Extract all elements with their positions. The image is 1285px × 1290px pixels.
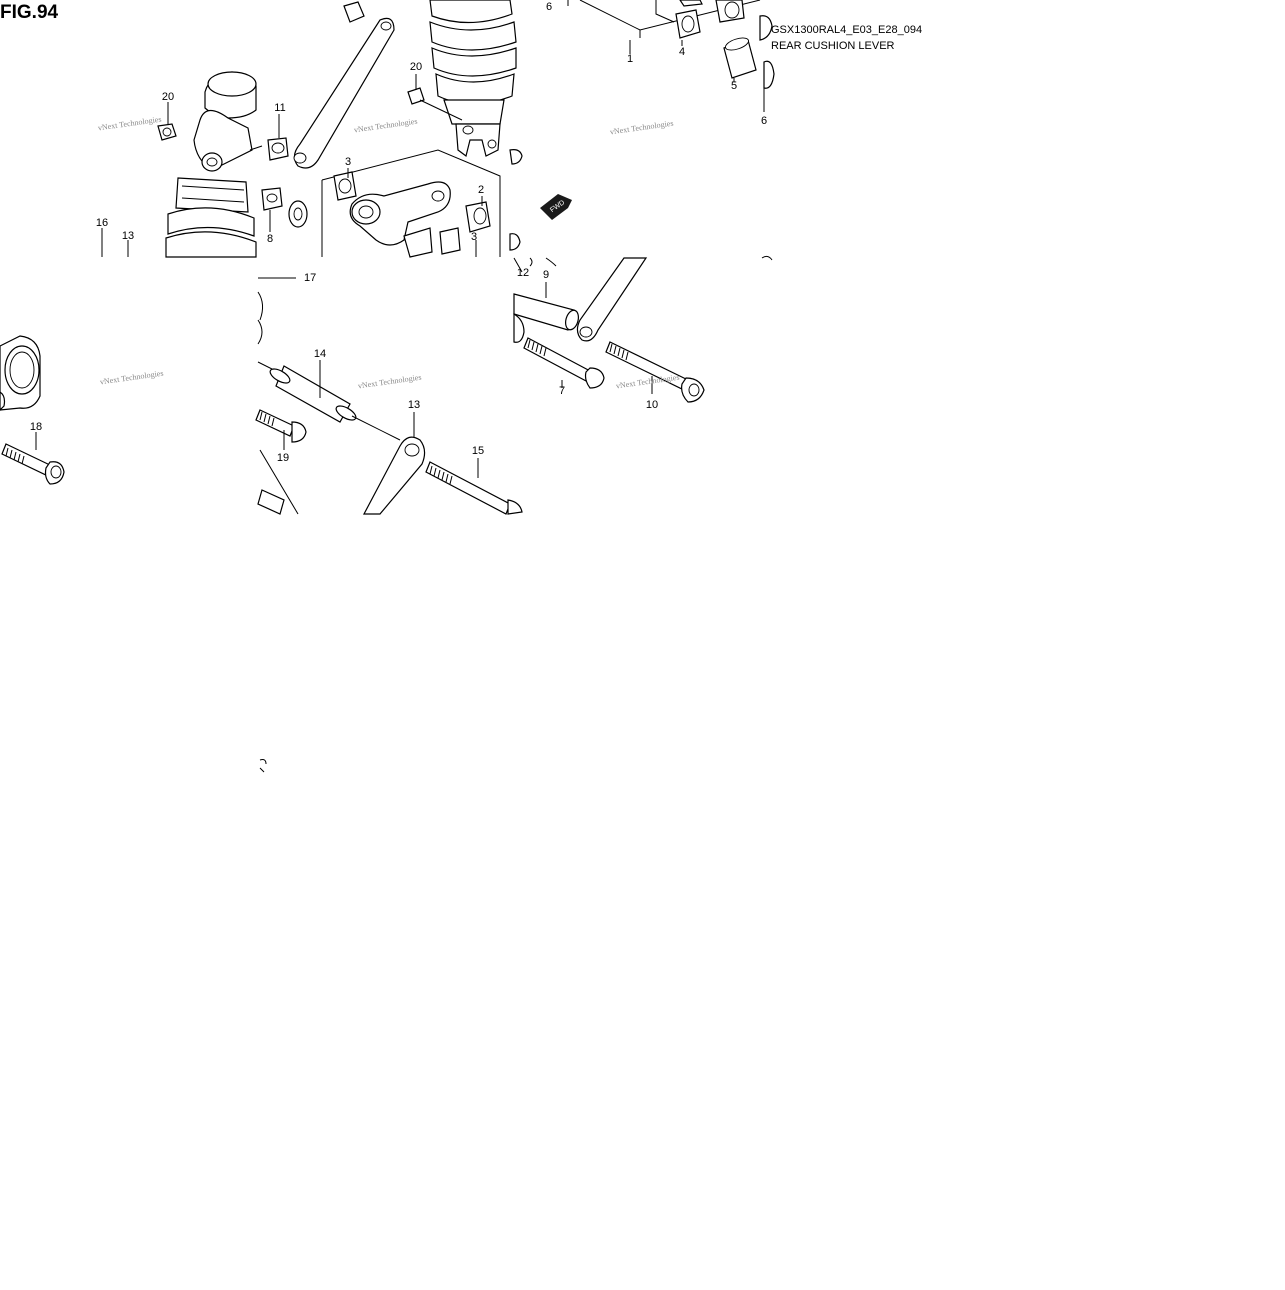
- callout-number: 10: [646, 399, 658, 411]
- callout-number: 14: [314, 348, 326, 360]
- callout-number: 1: [627, 53, 633, 65]
- callout-number: 13: [408, 399, 420, 411]
- callout-number: 6: [546, 1, 552, 13]
- callout-number: 12: [517, 267, 529, 279]
- callout-number: 8: [267, 233, 273, 245]
- callout-number: 6: [761, 115, 767, 127]
- callout-number: 2: [478, 184, 484, 196]
- callout-number: 15: [472, 445, 484, 457]
- watermark: vNext Technologies: [353, 117, 418, 135]
- callout-number: 19: [277, 452, 289, 464]
- callout-number: 13: [122, 230, 134, 242]
- figure-code: GSX1300RAL4_E03_E28_094: [771, 24, 923, 36]
- link-rod-panel: [255, 277, 523, 773]
- watermark: vNext Technologies: [99, 369, 164, 387]
- callout-number: 16: [96, 217, 108, 229]
- figure-title: FIG.94: [0, 2, 59, 23]
- callout-number: 7: [559, 385, 565, 397]
- svg-text:vNext Technologies: vNext Technologies: [99, 369, 164, 387]
- callout-number: 18: [30, 421, 42, 433]
- svg-text:vNext Technologies: vNext Technologies: [353, 117, 418, 135]
- watermark: vNext Technologies: [609, 119, 674, 137]
- callout-number: 4: [679, 46, 685, 58]
- callout-number: 20: [162, 91, 174, 103]
- watermark: vNext Technologies: [615, 373, 680, 391]
- svg-text:vNext Technologies: vNext Technologies: [609, 119, 674, 137]
- bolts-rod-panel: [513, 257, 705, 403]
- callout-number: 3: [345, 156, 351, 168]
- svg-text:vNext Technologies: vNext Technologies: [97, 115, 162, 133]
- shock-absorber-left: [101, 71, 308, 258]
- shock-absorber-center: FWD: [293, 0, 572, 258]
- callout-number: 11: [274, 102, 285, 114]
- fwd-arrow-icon: FWD: [540, 194, 572, 220]
- svg-text:vNext Technologies: vNext Technologies: [615, 373, 680, 391]
- collar-bolt-panel: [0, 335, 65, 485]
- callout-number: 20: [410, 61, 422, 73]
- callout-number: 5: [731, 80, 737, 92]
- callout-number: 3: [471, 231, 477, 243]
- callout-number: 9: [543, 269, 549, 281]
- figure-name: REAR CUSHION LEVER: [771, 40, 895, 52]
- svg-text:vNext Technologies: vNext Technologies: [357, 373, 422, 391]
- watermark: vNext Technologies: [357, 373, 422, 391]
- watermark: vNext Technologies: [97, 115, 162, 133]
- bushings-right: [567, 0, 775, 261]
- callout-number: 17: [304, 272, 316, 284]
